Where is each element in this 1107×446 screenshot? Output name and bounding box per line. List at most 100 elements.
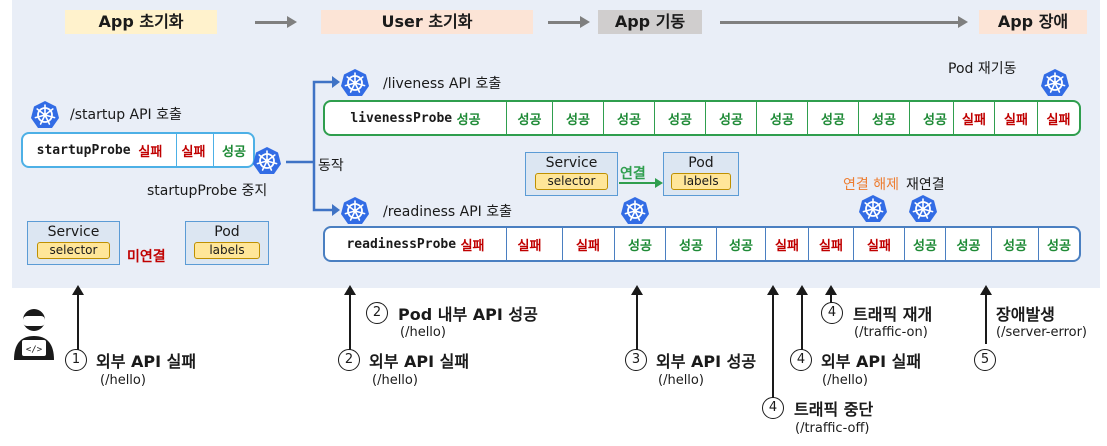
liveness-separator	[756, 102, 757, 134]
action-label: 동작	[318, 158, 344, 174]
pod-box-connected: Pod labels	[663, 152, 739, 196]
startup-probe-row: startupProbe 실패 실패 성공	[21, 132, 255, 168]
developer-user-icon: </>	[14, 309, 54, 360]
readiness-probe-name: readinessProbe	[346, 236, 457, 252]
kubernetes-icon	[620, 196, 650, 225]
kubernetes-icon	[252, 146, 282, 175]
readiness-separator	[991, 228, 992, 260]
service-title: Service	[545, 155, 598, 171]
service-box-unconnected: Service selector	[27, 221, 120, 265]
service-title: Service	[47, 224, 100, 240]
liveness-result-5: 성공	[668, 112, 692, 128]
step-4-api-fail-path: (/hello)	[822, 373, 868, 388]
connect-arrow	[619, 178, 663, 188]
liveness-probe-name: livenessProbe	[350, 110, 453, 126]
readiness-result-3: 실패	[576, 238, 600, 254]
readiness-probe-row: readinessProbe 실패 실패 실패 성공 성공 성공 실패 실패 실…	[323, 226, 1081, 262]
step-4-api-fail-number: 4	[790, 349, 812, 371]
liveness-result-12: 실패	[962, 112, 986, 128]
liveness-separator	[506, 102, 507, 134]
service-box-connected: Service selector	[525, 152, 618, 196]
readiness-result-12: 성공	[1003, 238, 1027, 254]
readiness-result-9: 실패	[867, 238, 891, 254]
step-5-title: 장애발생	[996, 305, 1055, 324]
readiness-result-10: 성공	[913, 238, 937, 254]
readiness-separator	[765, 228, 766, 260]
step-3-title: 외부 API 성공	[656, 352, 757, 371]
step-1-path: (/hello)	[100, 373, 146, 388]
step-4-traffic-on-arrow	[825, 285, 837, 306]
step-4-traffic-off-arrow	[767, 285, 779, 406]
readiness-result-6: 성공	[729, 238, 753, 254]
step-1-number: 1	[65, 349, 87, 371]
pod-title: Pod	[688, 155, 714, 171]
liveness-separator	[858, 102, 859, 134]
disconnect-label: 연결 해제	[843, 177, 899, 193]
readiness-result-11: 성공	[956, 238, 981, 254]
liveness-result-13: 실패	[1004, 112, 1028, 128]
liveness-result-14: 실패	[1046, 112, 1071, 128]
step-5-path: (/server-error)	[996, 325, 1088, 340]
liveness-separator	[994, 102, 995, 134]
phase-arrow	[548, 21, 580, 24]
readiness-separator	[506, 228, 507, 260]
phase-app-start: App 기동	[598, 10, 702, 34]
step-4-traffic-off-title: 트래픽 중단	[794, 400, 874, 419]
startup-probe-name-text: startupProbe	[36, 142, 131, 158]
step-3-arrow	[631, 285, 643, 369]
phase-arrow-head	[958, 16, 968, 28]
step-2-external-title: 외부 API 실패	[369, 352, 470, 371]
phase-arrow-head	[287, 16, 297, 28]
readiness-separator	[808, 228, 809, 260]
step-5-arrow	[980, 285, 992, 344]
readiness-separator	[665, 228, 666, 260]
startup-separator	[176, 134, 177, 166]
kubernetes-icon	[340, 196, 370, 225]
step-3-path: (/hello)	[658, 373, 704, 388]
liveness-result-4: 성공	[617, 112, 641, 128]
pod-title: Pod	[214, 224, 240, 240]
branch-arrows	[286, 76, 340, 216]
startup-stop-label: startupProbe 중지	[147, 183, 268, 199]
liveness-separator	[807, 102, 808, 134]
phase-arrow	[720, 21, 958, 24]
kubernetes-icon	[30, 100, 60, 129]
liveness-result-1: 성공	[456, 112, 481, 128]
readiness-separator	[716, 228, 717, 260]
step-2-arrow	[344, 285, 356, 369]
step-3-number: 3	[625, 349, 647, 371]
readiness-result-8: 실패	[819, 238, 843, 254]
liveness-result-8: 성공	[821, 112, 845, 128]
liveness-result-6: 성공	[719, 112, 743, 128]
service-selector: selector	[37, 242, 110, 259]
liveness-result-3: 성공	[566, 112, 590, 128]
startup-api-label: /startup API 호출	[70, 107, 182, 123]
step-2-external-path: (/hello)	[372, 373, 418, 388]
service-selector: selector	[535, 173, 608, 190]
startup-probe-name: startupProbe 실패	[23, 134, 176, 166]
liveness-result-7: 성공	[770, 112, 794, 128]
kubernetes-icon	[1040, 68, 1070, 97]
step-2-external-number: 2	[338, 349, 360, 371]
readiness-result-13: 성공	[1047, 238, 1071, 254]
reconnect-label: 재연결	[906, 177, 945, 193]
step-4-traffic-off-path: (/traffic-off)	[795, 421, 870, 436]
phase-app-init: App 초기화	[65, 10, 217, 34]
liveness-separator	[705, 102, 706, 134]
pod-labels: labels	[671, 173, 731, 190]
kubernetes-icon	[908, 194, 938, 223]
step-4-traffic-off-number: 4	[762, 397, 784, 419]
step-1-title: 외부 API 실패	[96, 352, 197, 371]
not-connected-label: 미연결	[127, 249, 166, 265]
connected-label: 연결	[620, 166, 646, 182]
liveness-separator	[909, 102, 910, 134]
startup-result-1: 실패	[138, 144, 163, 160]
step-2-internal-number: 2	[366, 302, 388, 324]
readiness-separator	[945, 228, 946, 260]
kubernetes-icon	[340, 68, 370, 97]
liveness-api-label: /liveness API 호출	[383, 76, 502, 92]
liveness-separator	[552, 102, 553, 134]
step-1-arrow	[72, 285, 84, 369]
liveness-separator	[603, 102, 604, 134]
liveness-separator	[1037, 102, 1038, 134]
